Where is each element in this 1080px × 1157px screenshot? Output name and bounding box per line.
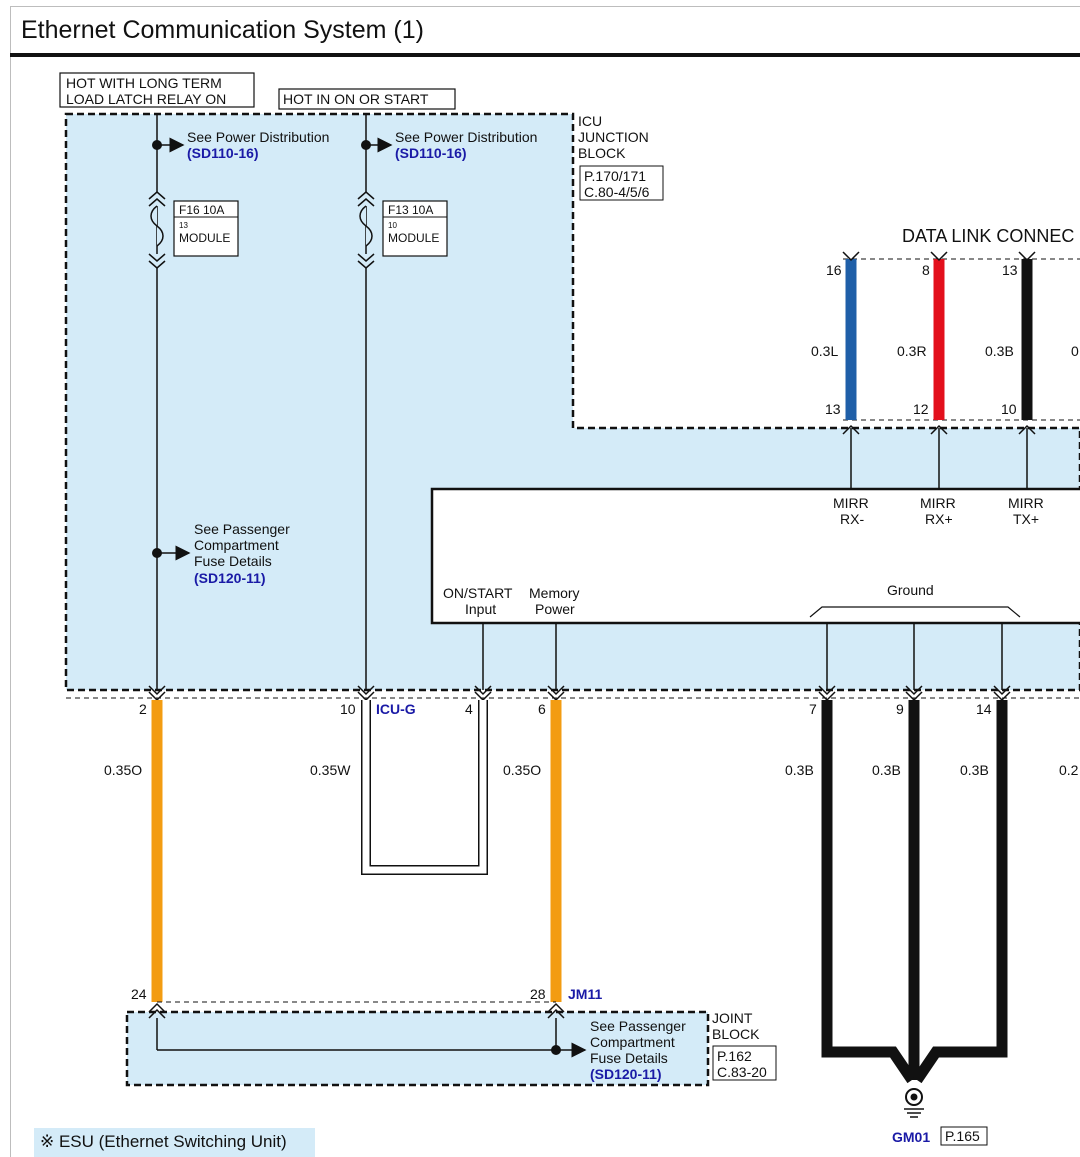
see-power-dist-2-ref[interactable]: (SD110-16): [395, 145, 467, 161]
passenger-fuse-1-line3[interactable]: Fuse Details: [194, 553, 272, 569]
dlc-bottom-pin-12: 12: [913, 401, 929, 417]
passenger-fuse-2-line3[interactable]: Fuse Details: [590, 1050, 668, 1066]
fuse-f13-label: MODULE: [388, 231, 439, 245]
signal-rx-minus-l1: MIRR: [833, 495, 869, 511]
icu-g-connector-label: ICU-G: [376, 701, 416, 717]
icu-ref-box: [579, 165, 664, 201]
ground-wire-14: [912, 700, 1008, 1084]
icu-ref-line2: C.80-4/5/6: [584, 184, 650, 200]
joint-ref-l2: C.83-20: [717, 1064, 767, 1080]
data-link-connector-frame: [843, 258, 1080, 421]
hot-long-term-line2: LOAD LATCH RELAY ON: [66, 91, 226, 107]
dlc-wire-rx-plus: [930, 251, 948, 489]
jm11-connector-label: JM11: [568, 986, 602, 1002]
dlc-top-pin-8: 8: [922, 262, 930, 278]
memory-power-l1: Memory: [529, 585, 580, 601]
joint-block-name-l1: JOINT: [712, 1010, 753, 1026]
pin-2: 2: [139, 701, 147, 717]
joint-block-name-l2: BLOCK: [712, 1026, 760, 1042]
icu-ref-line1: P.170/171: [584, 168, 646, 184]
dlc-top-pin-13: 13: [1002, 262, 1018, 278]
pin-14: 14: [976, 701, 992, 717]
spec-0-35w: 0.35W: [310, 762, 351, 778]
hot-long-term-line1: HOT WITH LONG TERM: [66, 75, 222, 91]
pin-6: 6: [538, 701, 546, 717]
fuse-f13-icon: [357, 191, 375, 269]
dlc-spec-l: 0.3L: [811, 343, 838, 359]
passenger-fuse-2-ref[interactable]: (SD120-11): [590, 1066, 662, 1082]
on-start-input-l1: ON/START: [443, 585, 513, 601]
dlc-bottom-pin-13: 13: [825, 401, 841, 417]
joint-pin-24: 24: [131, 986, 147, 1002]
data-link-connector-title: DATA LINK CONNEC: [902, 226, 1074, 246]
icu-name-line3: BLOCK: [578, 145, 626, 161]
icu-name-line1: ICU: [578, 113, 602, 129]
dlc-spec-partial: 0: [1071, 343, 1079, 359]
fuse-f16-pin: 13: [179, 221, 188, 230]
hot-on-start-label: HOT IN ON OR START: [283, 91, 429, 107]
memory-power-l2: Power: [535, 601, 575, 617]
fuse-f13-box: [382, 200, 448, 257]
title-bar: Ethernet Communication System (1): [10, 6, 1080, 53]
pin-9: 9: [896, 701, 904, 717]
fuse-f13-name: F13 10A: [388, 203, 433, 217]
joint-pin-28: 28: [530, 986, 546, 1002]
dlc-bottom-pin-10: 10: [1001, 401, 1017, 417]
signal-rx-plus-l1: MIRR: [920, 495, 956, 511]
ground-brace: [809, 606, 1021, 618]
spec-0-35o-right: 0.35O: [503, 762, 541, 778]
signal-tx-plus-l2: TX+: [1013, 511, 1039, 527]
fuse-f13-pin: 10: [388, 221, 397, 230]
spec-0-3b-3: 0.3B: [960, 762, 989, 778]
signal-tx-plus-l1: MIRR: [1008, 495, 1044, 511]
fuse-f16-label: MODULE: [179, 231, 230, 245]
see-power-dist-1-ref[interactable]: (SD110-16): [187, 145, 259, 161]
left-border: [10, 57, 11, 1157]
ground-wire-7: [821, 700, 917, 1084]
fuse-f16-box: [173, 200, 239, 257]
hot-on-start-box: [278, 88, 456, 110]
fuse-f16-icon: [148, 191, 166, 269]
spec-0-3b-1: 0.3B: [785, 762, 814, 778]
ground-point-name: GM01: [892, 1129, 930, 1145]
signal-rx-plus-l2: RX+: [925, 511, 953, 527]
passenger-fuse-1-line1[interactable]: See Passenger: [194, 521, 290, 537]
dlc-wire-tx-plus: [1018, 251, 1036, 489]
signal-rx-minus-l2: RX-: [840, 511, 864, 527]
esu-note: ※ ESU (Ethernet Switching Unit): [34, 1128, 315, 1157]
ground-icon: [904, 1088, 924, 1118]
passenger-fuse-2-line1[interactable]: See Passenger: [590, 1018, 686, 1034]
hot-long-term-box: [59, 72, 255, 108]
on-start-input-l2: Input: [465, 601, 496, 617]
ground-ref-box: [940, 1126, 988, 1146]
ground-label: Ground: [887, 582, 934, 598]
pin-4: 4: [465, 701, 473, 717]
page-title: Ethernet Communication System (1): [21, 16, 424, 44]
title-rule: [10, 53, 1080, 57]
see-power-dist-2[interactable]: See Power Distribution: [395, 129, 537, 145]
spec-0-3b-2: 0.3B: [872, 762, 901, 778]
wire-white-loop: [361, 700, 488, 875]
esu-module-box: [430, 487, 1080, 625]
passenger-fuse-2-line2[interactable]: Compartment: [590, 1034, 675, 1050]
joint-terminal-chevrons: [148, 1002, 565, 1019]
spec-partial: 0.2: [1059, 762, 1079, 778]
spec-0-35o-left: 0.35O: [104, 762, 142, 778]
fuse-f16-name: F16 10A: [179, 203, 224, 217]
icu-name-line2: JUNCTION: [578, 129, 649, 145]
see-power-dist-1[interactable]: See Power Distribution: [187, 129, 329, 145]
ground-point-ref[interactable]: P.165: [945, 1128, 980, 1144]
pin-7: 7: [809, 701, 817, 717]
joint-ref-box: [712, 1045, 777, 1081]
pin-10: 10: [340, 701, 356, 717]
dlc-wire-rx-minus: [842, 251, 860, 489]
joint-block-area: [125, 1010, 710, 1087]
passenger-fuse-1-line2[interactable]: Compartment: [194, 537, 279, 553]
dlc-top-pin-16: 16: [826, 262, 842, 278]
dlc-spec-b: 0.3B: [985, 343, 1014, 359]
dlc-spec-r: 0.3R: [897, 343, 927, 359]
joint-ref-l1: P.162: [717, 1048, 752, 1064]
passenger-fuse-1-ref[interactable]: (SD120-11): [194, 570, 266, 586]
